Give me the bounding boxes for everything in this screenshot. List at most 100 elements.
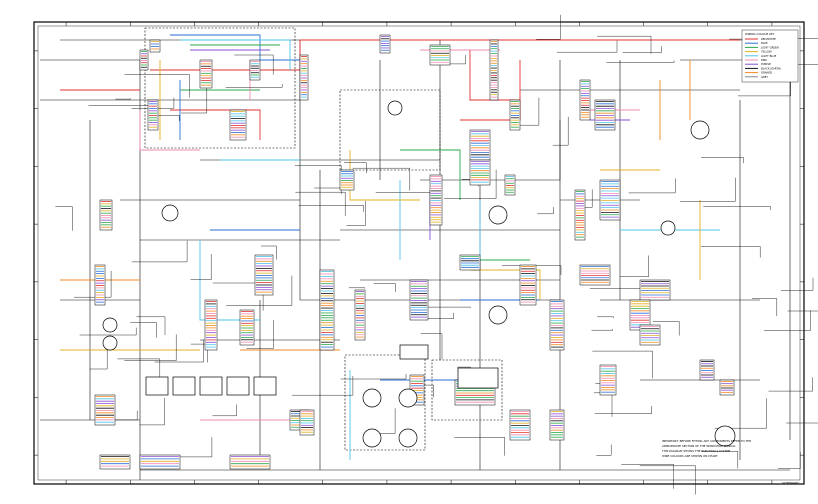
legend-label: LIGHT GREEN	[761, 45, 779, 49]
relay-2	[173, 377, 195, 395]
legend-label: RED/WHITE	[761, 37, 776, 41]
wire-spur	[212, 405, 236, 416]
connector-block	[550, 410, 564, 440]
motor-component-2	[399, 389, 417, 407]
legend-label: BLUE	[761, 41, 768, 45]
diagram-inner-border	[38, 26, 800, 480]
motor-component-3	[363, 429, 381, 447]
relay-6	[458, 368, 498, 388]
motor-component-4	[399, 429, 417, 447]
connector-block	[230, 110, 246, 140]
wire-spur	[159, 115, 180, 121]
note-line-4: WIRE COLOURS ARE SHOWN ON CHART	[662, 454, 718, 458]
connector-block	[148, 100, 158, 130]
lamp-component-2	[715, 426, 735, 446]
wire-spur	[295, 166, 341, 195]
horn-component-1	[103, 318, 117, 332]
wire-spur	[597, 36, 651, 54]
lamp-component-3	[661, 221, 675, 235]
wire-spur	[89, 105, 158, 116]
region-center-module	[340, 90, 440, 170]
legend-label: BLACK (EARTH)	[761, 66, 781, 70]
wire-spur	[124, 334, 176, 360]
note-line-1: IMPORTANT: BEFORE FITTING ANY COMPONENTS…	[662, 439, 751, 443]
wire-spur	[786, 402, 818, 424]
diagram-corner-label: SCHEMATIC	[782, 481, 799, 485]
motor-component-1	[363, 389, 381, 407]
dashed-regions	[145, 28, 502, 450]
wire-spur	[130, 323, 156, 338]
wire-coloured	[170, 110, 260, 140]
legend-title: WIRING COLOUR KEY	[745, 32, 775, 36]
switch-component-2	[388, 101, 402, 115]
connector-block	[600, 365, 616, 395]
diagram-border	[34, 22, 804, 484]
connector-block	[595, 100, 615, 130]
wire-spur	[553, 117, 568, 145]
connector-block	[140, 455, 180, 469]
note-line-2: APPROPRIATE SECTION OF THE WORKSHOP MANU…	[662, 444, 736, 448]
wire-spur	[597, 317, 613, 318]
wire-spur	[778, 452, 800, 469]
wire-spur	[769, 377, 813, 391]
wire-spur	[155, 340, 204, 362]
wire-spur	[557, 41, 617, 53]
wire-spur	[181, 85, 207, 113]
legend-label: GREY	[761, 75, 768, 79]
wire-trunk	[680, 60, 790, 440]
wire-coloured	[170, 35, 300, 60]
legend-label: YELLOW	[761, 50, 772, 54]
wire-spur	[701, 157, 743, 163]
wire-spur	[752, 299, 777, 317]
connector-block	[230, 455, 270, 469]
wire-spur	[115, 98, 130, 99]
wire-spur	[347, 201, 366, 225]
legend-label: PINK	[761, 58, 767, 62]
wire-spur	[620, 256, 649, 277]
connector-block	[470, 130, 490, 160]
gauge-component-2	[489, 306, 507, 324]
wire-spur	[353, 168, 410, 190]
wire-spur	[629, 179, 676, 193]
wire-spur	[226, 84, 283, 87]
wire-spur	[596, 445, 611, 456]
legend-label: PURPLE	[761, 62, 771, 66]
connector-block	[510, 410, 530, 440]
wire-spur	[74, 271, 111, 297]
wire-spur	[299, 205, 364, 211]
wire-spur	[623, 46, 662, 52]
legend-label: ORANGE	[761, 71, 772, 75]
wire-spur	[314, 188, 343, 189]
wire-spur	[788, 297, 818, 311]
wire-spur	[55, 207, 72, 231]
relay-7	[400, 345, 428, 359]
wire-spur	[537, 207, 553, 214]
connector-block	[95, 395, 115, 425]
legend-label: LIGHT BLUE	[761, 54, 777, 58]
wire-spur	[703, 207, 770, 211]
horn-component-2	[103, 336, 117, 350]
gauge-component-1	[489, 206, 507, 224]
note-line-3: THIS DIAGRAM SHOWS THE ELECTRICAL SYSTEM	[661, 449, 731, 453]
connector-block	[720, 380, 734, 395]
wire-spur	[191, 254, 212, 280]
lamp-component-1	[691, 121, 709, 139]
wire-spur	[595, 406, 652, 414]
wires	[40, 11, 818, 495]
wire-spur	[621, 464, 673, 488]
wire-spur	[139, 398, 164, 425]
relay-row	[146, 345, 498, 395]
wire-spur	[536, 15, 560, 40]
connector-block	[100, 200, 112, 230]
connector-block	[510, 100, 520, 130]
connector-block	[320, 270, 334, 350]
wire-spur	[426, 307, 471, 308]
connector-block	[100, 455, 130, 469]
relay-1	[146, 377, 168, 395]
wire-spur	[349, 288, 365, 289]
wire-spur	[594, 393, 612, 417]
wire-spur	[341, 374, 406, 379]
grid-ticks	[34, 22, 804, 484]
